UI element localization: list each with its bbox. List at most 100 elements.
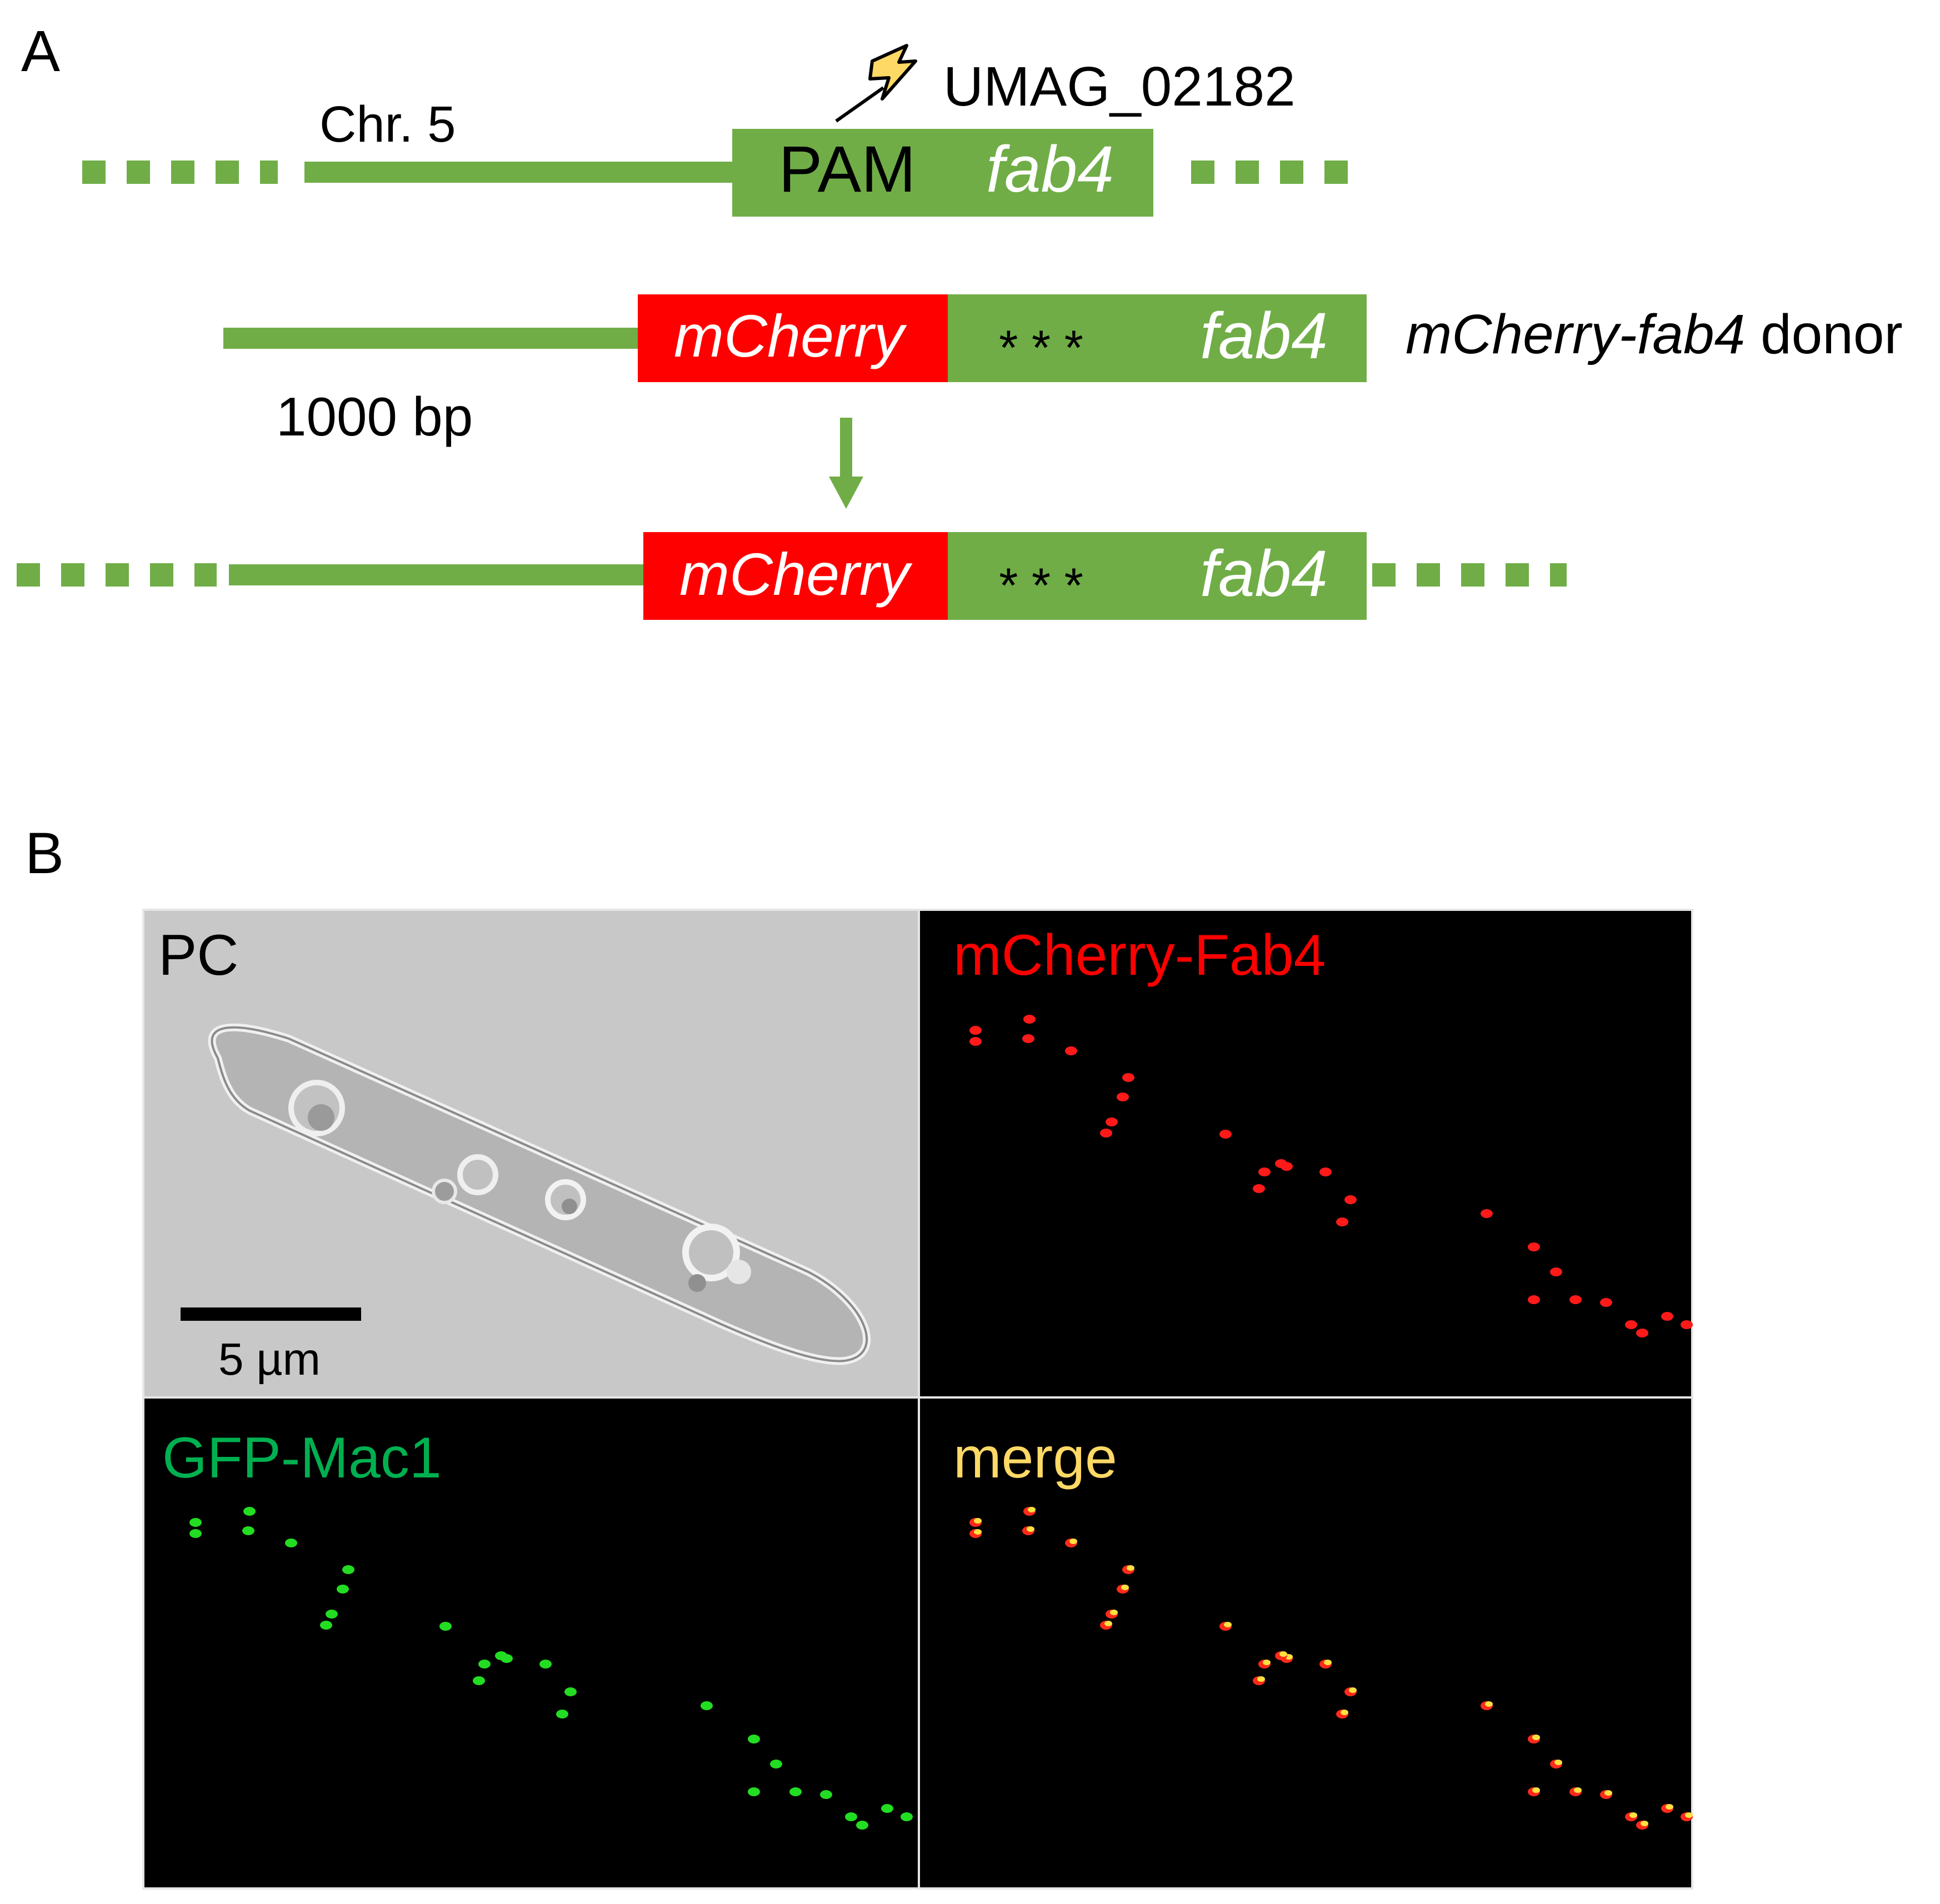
fluorescent-punctum: [1324, 1660, 1332, 1665]
fluorescent-punctum: [1625, 1320, 1637, 1329]
fluorescent-punctum: [243, 1507, 256, 1516]
fluorescent-punctum: [1258, 1168, 1271, 1176]
fluorescent-punctum: [495, 1651, 507, 1660]
fluorescent-punctum: [1263, 1660, 1271, 1665]
fluorescent-punctum: [1481, 1209, 1493, 1218]
merge-label: merge: [953, 1426, 1117, 1490]
mcherry-label: mCherry-Fab4: [953, 923, 1326, 988]
donor-title-gene: mCherry-fab4: [1406, 303, 1745, 365]
fluorescent-punctum: [1341, 1710, 1348, 1715]
panel-b: B PC 5 µm: [25, 821, 1693, 1890]
lightning-bolt-icon: [835, 44, 917, 123]
tile-gfp: GFP-Mac1: [144, 1399, 918, 1887]
fluorescent-punctum: [1023, 1015, 1036, 1024]
fluorescent-punctum: [285, 1539, 297, 1547]
scale-bar-label: 5 µm: [218, 1334, 321, 1385]
donor-fab4-box: [948, 294, 1367, 382]
fluorescent-punctum: [189, 1518, 202, 1527]
cell-image: [208, 1023, 871, 1365]
fluorescent-punctum: [337, 1585, 349, 1594]
panel-a-letter: A: [21, 19, 60, 84]
fluorescent-punctum: [473, 1676, 485, 1685]
fluorescent-punctum: [1532, 1787, 1540, 1793]
fluorescent-punctum: [1279, 1651, 1287, 1657]
fluorescent-punctum: [1275, 1159, 1287, 1168]
fluorescent-punctum: [1629, 1812, 1637, 1818]
homology-length-label: 1000 bp: [276, 386, 473, 447]
fluorescent-punctum: [1600, 1298, 1612, 1307]
fluorescent-punctum: [1224, 1622, 1232, 1627]
fluorescent-punctum: [342, 1565, 354, 1574]
donor-mcherry-box: [638, 294, 949, 382]
fluorescent-punctum: [1022, 1034, 1034, 1043]
fluorescent-punctum: [1344, 1195, 1357, 1204]
fluorescent-punctum: [1574, 1787, 1582, 1793]
fluorescent-punctum: [1257, 1676, 1265, 1682]
fluorescent-punctum: [1106, 1118, 1118, 1126]
result-stop-codons: * * *: [999, 558, 1083, 613]
fluorescent-punctum: [1485, 1701, 1493, 1707]
fab4-gene-label: fab4: [986, 133, 1114, 206]
fluorescent-punctum: [1127, 1565, 1134, 1571]
fluorescent-punctum: [1685, 1812, 1693, 1818]
fluorescent-punctum: [1104, 1621, 1112, 1626]
fluorescent-punctum: [539, 1660, 552, 1668]
chromosome-label: Chr. 5: [319, 96, 456, 153]
fluorescent-punctum: [1069, 1539, 1077, 1544]
merge-puncta: [969, 1507, 1693, 1830]
integrated-locus-row: mCherry * * * fab4: [17, 532, 1567, 620]
fluorescent-punctum: [1681, 1320, 1693, 1329]
fluorescent-punctum: [974, 1529, 982, 1535]
fluorescent-punctum: [1336, 1217, 1348, 1226]
fluorescent-punctum: [478, 1660, 491, 1668]
scale-bar: [181, 1307, 361, 1321]
result-mcherry-box: [643, 532, 949, 620]
panel-a: A PAM fab4 Chr. 5 UMAG_02182 mCherry * *…: [17, 19, 1903, 620]
fluorescent-punctum: [1554, 1760, 1562, 1765]
donor-title: mCherry-fab4 donor: [1406, 303, 1903, 365]
fluorescent-punctum: [881, 1804, 893, 1813]
fluorescent-punctum: [564, 1687, 577, 1696]
fluorescent-punctum: [1253, 1184, 1265, 1193]
fluorescent-punctum: [1636, 1329, 1648, 1337]
fluorescent-punctum: [969, 1026, 982, 1035]
fluorescent-punctum: [1661, 1312, 1673, 1321]
fluorescent-punctum: [1319, 1168, 1332, 1176]
gfp-puncta: [189, 1507, 913, 1830]
merge-image-background: [920, 1399, 1691, 1887]
fluorescent-punctum: [1121, 1585, 1129, 1590]
gfp-label: GFP-Mac1: [162, 1426, 442, 1490]
donor-stop-codons: * * *: [999, 320, 1083, 375]
fluorescent-punctum: [1027, 1526, 1034, 1532]
fluorescent-punctum: [789, 1787, 802, 1796]
integration-arrow-icon: [829, 418, 863, 509]
fluorescent-punctum: [1528, 1242, 1540, 1251]
donor-title-suffix: donor: [1745, 303, 1903, 365]
fluorescent-punctum: [770, 1760, 782, 1768]
fluorescent-punctum: [1532, 1735, 1540, 1740]
result-fab4-box: [948, 532, 1367, 620]
tile-merge: merge: [920, 1399, 1693, 1887]
fluorescent-punctum: [189, 1529, 202, 1538]
fluorescent-punctum: [748, 1735, 760, 1743]
donor-mcherry-label: mCherry: [674, 302, 907, 369]
fluorescent-punctum: [1219, 1130, 1232, 1139]
fluorescent-punctum: [1349, 1687, 1357, 1693]
fluorescent-punctum: [1122, 1073, 1134, 1082]
fluorescent-punctum: [556, 1710, 568, 1718]
fluorescent-punctum: [1100, 1129, 1112, 1138]
tile-mcherry: mCherry-Fab4: [920, 911, 1693, 1396]
fluorescent-punctum: [969, 1037, 982, 1046]
fluorescent-punctum: [1065, 1046, 1077, 1055]
fluorescent-punctum: [845, 1812, 857, 1821]
fluorescent-punctum: [1110, 1610, 1118, 1615]
panel-b-letter: B: [25, 821, 64, 886]
tile-phase-contrast: PC 5 µm: [144, 911, 918, 1396]
fluorescent-punctum: [820, 1790, 832, 1799]
donor-construct-row: mCherry * * * fab4 mCherry-fab4 donor 10…: [223, 294, 1903, 447]
fluorescent-punctum: [1528, 1295, 1540, 1304]
fluorescent-punctum: [1604, 1790, 1612, 1796]
fluorescent-punctum: [748, 1787, 760, 1796]
fluorescent-punctum: [1550, 1267, 1562, 1276]
